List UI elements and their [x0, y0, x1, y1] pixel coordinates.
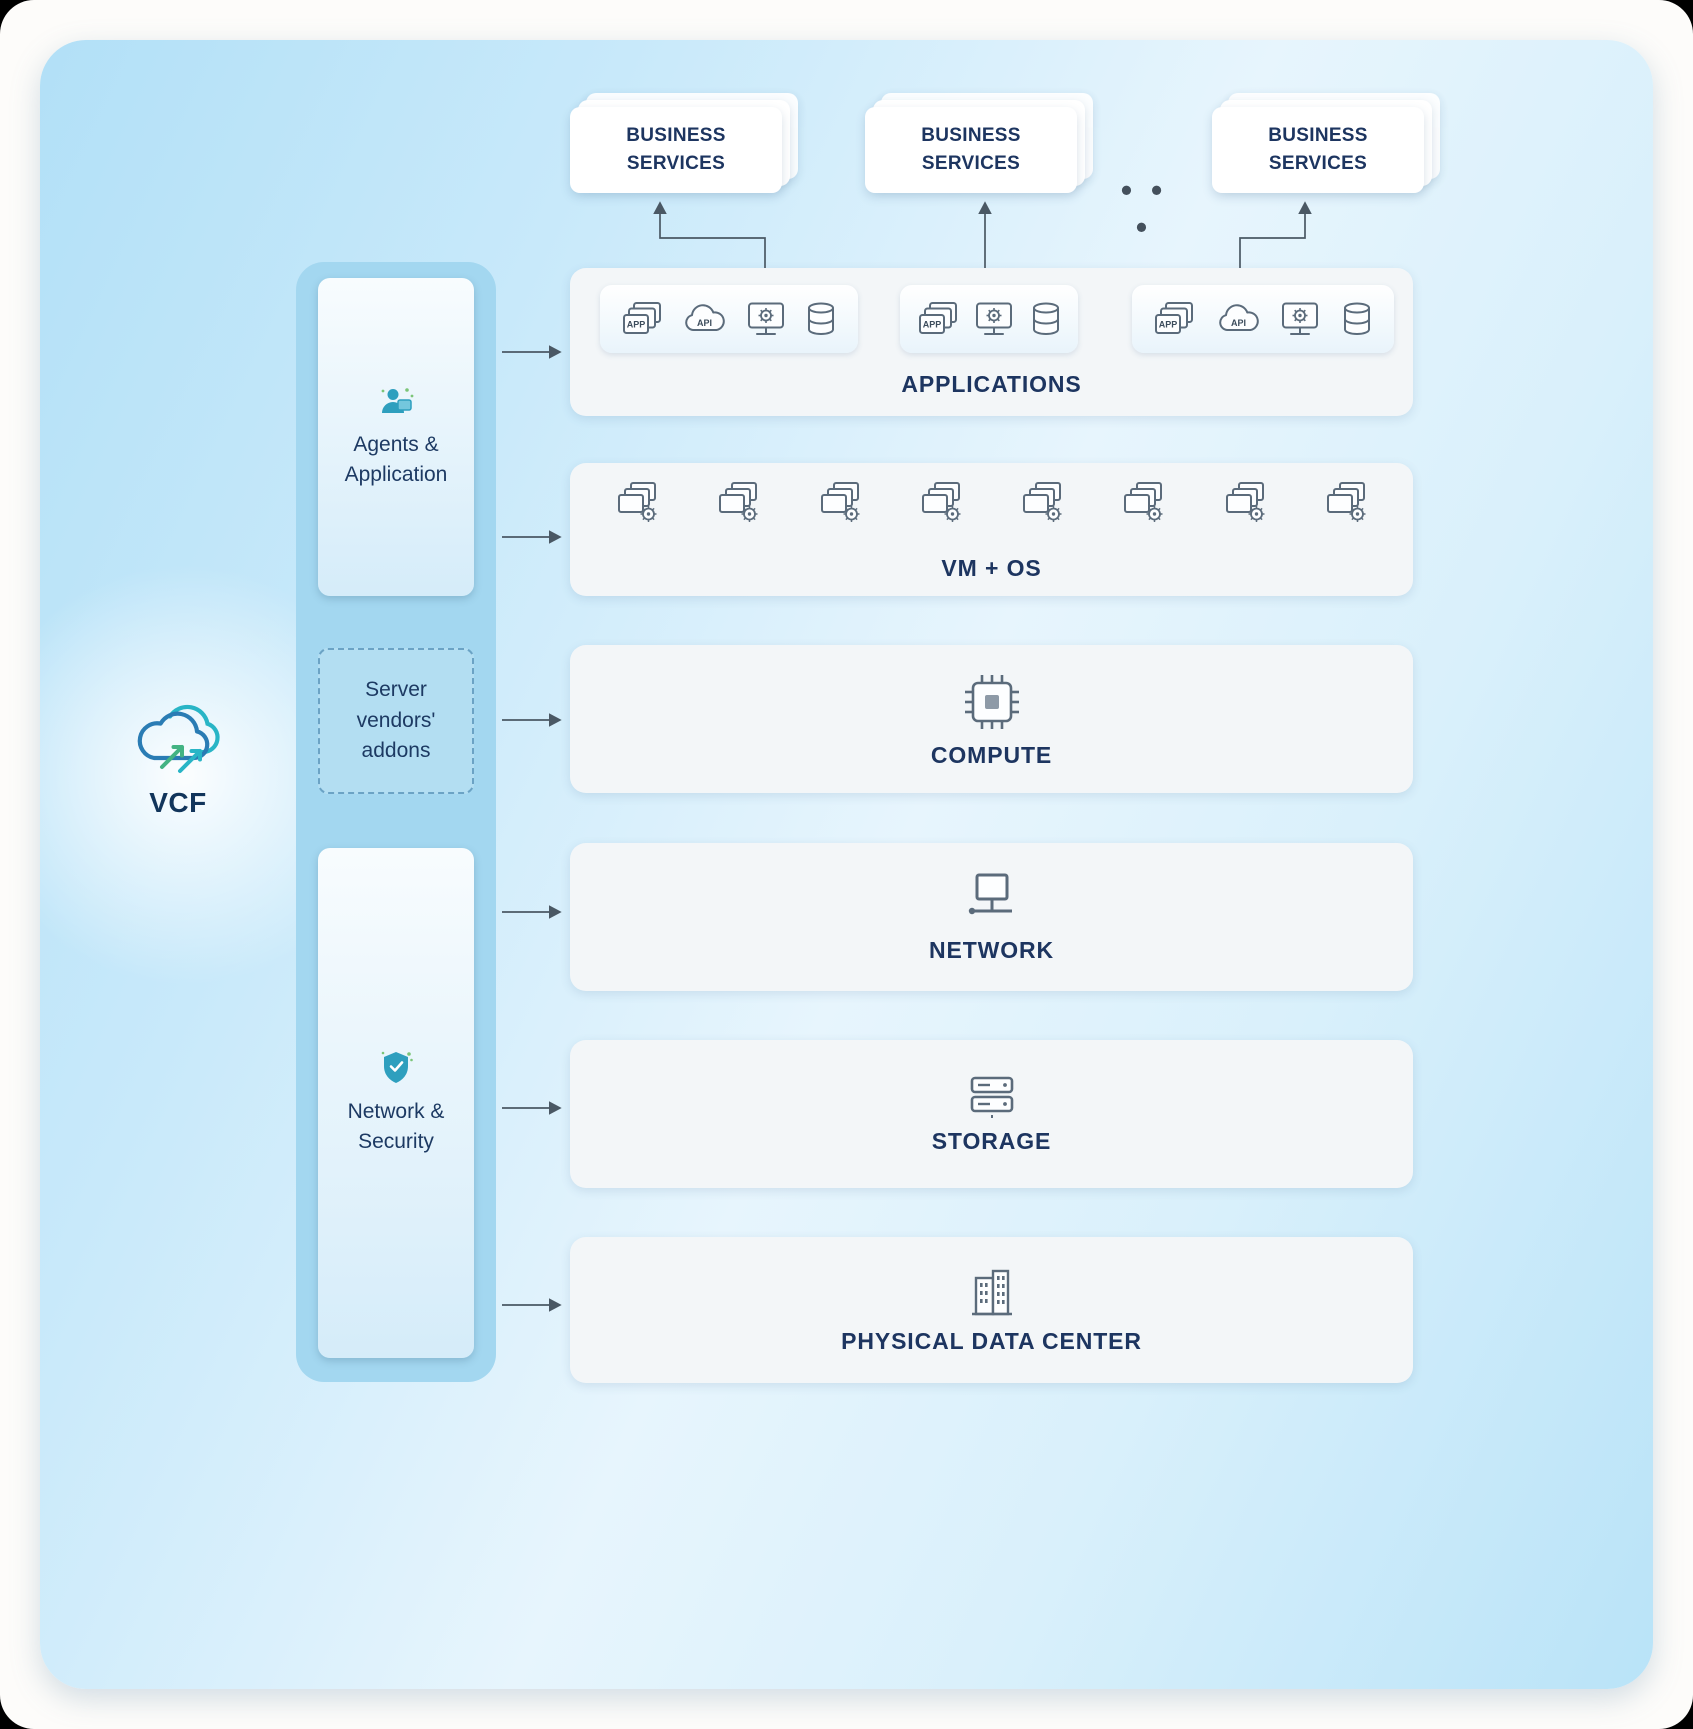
vm-icon-row	[614, 481, 1369, 524]
vcf-cloud-icon	[128, 695, 228, 781]
layer-network: NETWORK	[570, 843, 1413, 991]
sidebar-item-server-vendors-addons: Server vendors' addons	[318, 648, 474, 794]
app-icon: APP	[918, 301, 958, 338]
storage-icon	[966, 1074, 1018, 1120]
vm-icon	[1019, 481, 1065, 524]
app-icon: APP	[1154, 301, 1194, 338]
database-icon	[806, 301, 836, 337]
layer-label: NETWORK	[928, 936, 1055, 963]
database-icon	[1031, 301, 1061, 337]
ellipsis: • • •	[1120, 172, 1168, 245]
app-icon-text: APP	[626, 319, 645, 329]
api-icon: API	[1217, 303, 1259, 336]
applications-icon-group: APP	[900, 285, 1078, 353]
network-security-shield-icon	[378, 1049, 414, 1087]
monitor-gear-icon	[747, 301, 785, 338]
sidebar-item-agents-application: Agents & Application	[318, 278, 474, 596]
business-services-label: BUSINESS SERVICES	[1212, 107, 1424, 193]
api-icon: API	[683, 303, 725, 336]
cpu-icon	[960, 670, 1024, 734]
layer-label: VM + OS	[941, 555, 1042, 581]
layer-label: PHYSICAL DATA CENTER	[841, 1327, 1142, 1354]
vm-icon	[715, 481, 761, 524]
business-services-card: BUSINESS SERVICES	[1212, 107, 1424, 193]
vcf-label: VCF	[149, 787, 207, 818]
monitor-gear-icon	[1281, 301, 1319, 338]
app-icon-text: APP	[1159, 319, 1178, 329]
layer-vm-os: VM + OS	[570, 463, 1413, 596]
app-icon-text: APP	[922, 319, 941, 329]
business-services-label: BUSINESS SERVICES	[570, 107, 782, 193]
sidebar-item-label: Network & Security	[347, 1099, 445, 1153]
layer-label: COMPUTE	[930, 741, 1053, 768]
business-services-card: BUSINESS SERVICES	[570, 107, 782, 193]
vm-icon	[1222, 481, 1268, 524]
api-icon-text: API	[1231, 318, 1246, 328]
layer-compute: COMPUTE	[570, 645, 1413, 793]
vm-icon	[1323, 481, 1369, 524]
app-icon: APP	[622, 301, 662, 338]
business-services-label: BUSINESS SERVICES	[865, 107, 1077, 193]
applications-icon-group: APP API	[600, 285, 858, 353]
applications-icon-group: APP API	[1132, 285, 1394, 353]
api-icon-text: API	[697, 318, 712, 328]
layer-applications: APP API APP APP API APPLICATIONS	[570, 268, 1413, 416]
data-center-building-icon	[967, 1266, 1017, 1320]
layer-label: STORAGE	[931, 1127, 1052, 1154]
diagram-canvas: VCF Agents & Application Server vendors'…	[40, 40, 1653, 1689]
layer-label: APPLICATIONS	[901, 371, 1082, 397]
sidebar-item-label: Agents & Application	[344, 432, 448, 486]
monitor-gear-icon	[975, 301, 1013, 338]
sidebar-item-label: Server vendors' addons	[356, 678, 436, 763]
vcf-logo: VCF	[98, 695, 258, 819]
vm-icon	[614, 481, 660, 524]
agents-application-icon	[376, 384, 416, 420]
network-icon	[962, 871, 1022, 929]
sidebar-item-network-security: Network & Security	[318, 848, 474, 1358]
layer-storage: STORAGE	[570, 1040, 1413, 1188]
vm-icon	[817, 481, 863, 524]
sidebar-panel: Agents & Application Server vendors' add…	[296, 262, 496, 1382]
layer-physical-data-center: PHYSICAL DATA CENTER	[570, 1237, 1413, 1383]
database-icon	[1342, 301, 1372, 337]
vm-icon	[1120, 481, 1166, 524]
vm-icon	[918, 481, 964, 524]
business-services-card: BUSINESS SERVICES	[865, 107, 1077, 193]
